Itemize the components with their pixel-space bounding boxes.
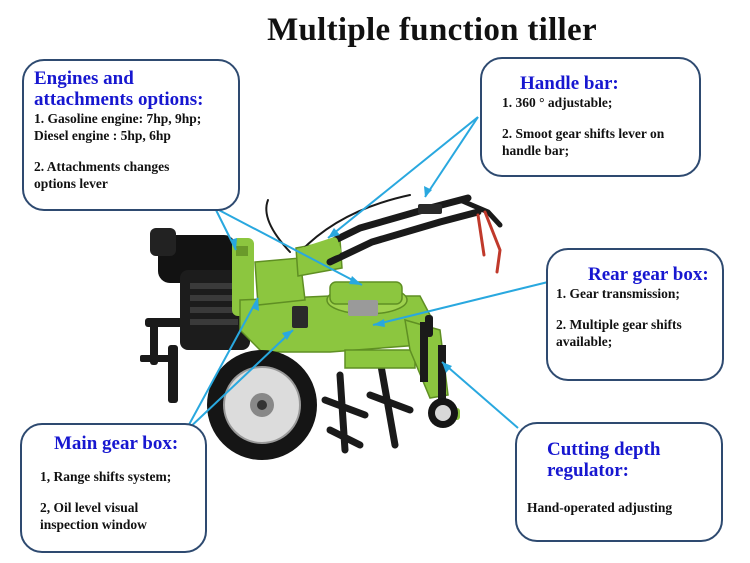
leader-depth-regulator [441, 361, 519, 429]
arrowhead [349, 276, 362, 285]
callout-engines: Engines and attachments options: 1. Gaso… [22, 59, 240, 211]
callout-text: 2. Attachments changes options lever [34, 159, 170, 191]
arrowhead [230, 238, 237, 250]
callout-heading: Engines and attachments options: [34, 68, 204, 110]
wheel [207, 350, 317, 460]
arrowhead [252, 298, 259, 311]
callout-text: 2. Smoot gear shifts lever on handle bar… [502, 126, 665, 158]
handle-bar [265, 194, 503, 274]
callout-handle-bar: Handle bar: 1. 360 ° adjustable; 2. Smoo… [480, 57, 701, 177]
callout-heading: Handle bar: [520, 73, 619, 94]
arrowhead [373, 319, 385, 327]
arrowhead [328, 228, 340, 238]
rear-shield [404, 315, 449, 399]
page-title: Multiple function tiller [267, 12, 597, 48]
callout-text: 2, Oil level visual inspection window [40, 500, 147, 532]
callout-heading: Main gear box: [54, 433, 179, 454]
callout-cutting-depth-regulator: Cutting depth regulator: Hand-operated a… [515, 422, 723, 542]
callout-text: 2. Multiple gear shifts available; [556, 317, 682, 349]
callout-rear-gear-box: Rear gear box: 1. Gear transmission; 2. … [546, 248, 724, 381]
leader-main-to-gearbox [184, 297, 259, 433]
callout-heading: Rear gear box: [588, 264, 709, 285]
leader-main-to-window [184, 329, 294, 433]
callout-text: 1, Range shifts system; [40, 469, 172, 484]
callout-text: 1. Gasoline engine: 7hp, 9hp; Diesel eng… [34, 111, 202, 143]
arrowhead [442, 362, 452, 373]
callout-text: 1. 360 ° adjustable; [502, 95, 613, 110]
callout-text: Hand-operated adjusting [527, 500, 673, 515]
arrowhead [282, 330, 293, 340]
leader-handle-to-grip [327, 116, 479, 239]
leader-engines-to-lever [214, 207, 363, 286]
leader-rear-gearbox [372, 281, 549, 326]
leader-handle-to-lever [424, 116, 479, 198]
gear-lever [418, 204, 442, 214]
callout-main-gear-box: Main gear box: 1, Range shifts system; 2… [20, 423, 207, 553]
arrowhead [424, 186, 432, 197]
engine [150, 228, 254, 350]
callout-text: 1. Gear transmission; [556, 286, 680, 301]
depth-regulator [428, 345, 460, 428]
callout-heading: Cutting depth regulator: [547, 439, 661, 481]
